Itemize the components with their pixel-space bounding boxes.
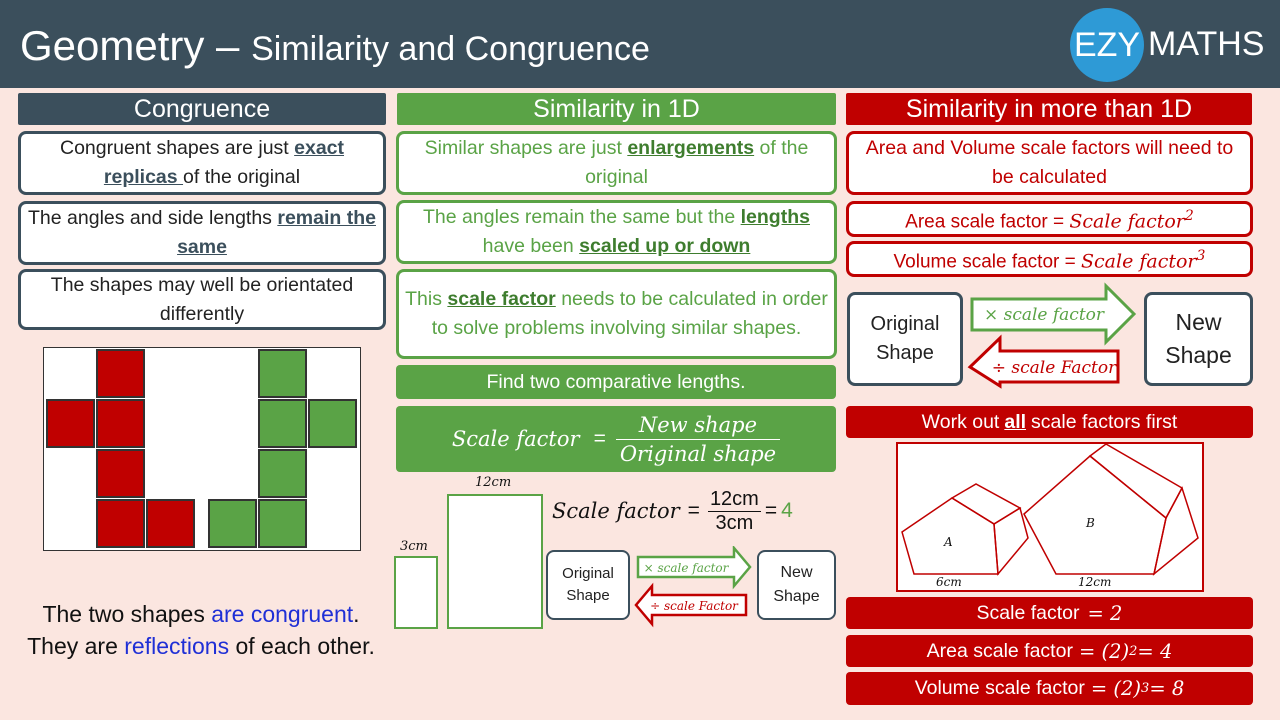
volume-scale-factor-result: Volume scale factor= (2)3 = 8 [846, 672, 1253, 705]
div-scale-large: ÷ scale Factor [992, 358, 1117, 378]
logo-ezy: EZY [1070, 8, 1144, 82]
similarity-box-3: This scale factor needs to be calculated… [396, 269, 837, 359]
similarity-more-box-1: Area and Volume scale factors will need … [846, 131, 1253, 195]
congruence-heading: Congruence [18, 93, 386, 125]
small-rect-label: 3cm [400, 539, 428, 554]
area-scale-factor-result: Area scale factor= (2)2 = 4 [846, 635, 1253, 667]
find-two-lengths: Find two comparative lengths. [396, 365, 836, 399]
scale-factor-result: Scale factor= 2 [846, 597, 1253, 629]
congruence-statement: The two shapes are congruent. They are r… [27, 601, 375, 659]
volume-scale-factor-box: Volume scale factor = Scale factor3 [846, 241, 1253, 277]
prism-b-side [1152, 486, 1199, 576]
logo-maths: MATHS [1148, 25, 1265, 63]
new-shape-small: New Shape [757, 550, 836, 620]
page-title: Geometry – Similarity and Congruence [20, 22, 650, 69]
prism-a-length: 6cm [936, 575, 962, 589]
prism-a-label: A [943, 535, 953, 549]
scale-arrows-large: × scale factor ÷ scale Factor [967, 282, 1137, 389]
div-scale-small: ÷ scale Factor [650, 599, 739, 613]
prism-b-label: B [1085, 516, 1095, 530]
congruence-box-2: The angles and side lengths remain the s… [18, 201, 386, 265]
similarity-1d-heading: Similarity in 1D [397, 93, 836, 125]
work-out-all: Work out all scale factors first [846, 406, 1253, 438]
prism-b-length: 12cm [1078, 575, 1111, 589]
area-scale-factor-box: Area scale factor = Scale factor2 [846, 201, 1253, 237]
similarity-more-heading: Similarity in more than 1D [846, 93, 1252, 125]
scale-factor-formula: Scale factor = New shape Original shape [396, 406, 836, 472]
prism-a-side [993, 506, 1029, 576]
original-shape-small: Original Shape [546, 550, 630, 620]
big-rectangle [447, 494, 543, 629]
prisms-diagram: A B 6cm 12cm [896, 442, 1204, 592]
similarity-box-1: Similar shapes are just enlargements of … [396, 131, 837, 195]
scale-arrows-small: × scale factor ÷ scale Factor [634, 546, 752, 628]
new-shape-large: New Shape [1144, 292, 1253, 386]
congruence-box-3: The shapes may well be orientated differ… [18, 269, 386, 330]
header-bar [0, 0, 1280, 88]
congruence-box-1: Congruent shapes are just exact replicas… [18, 131, 386, 195]
big-rect-label: 12cm [475, 475, 512, 490]
times-scale-small: × scale factor [644, 561, 730, 575]
scale-factor-example: Scale factor = 12cm 3cm = 4 [552, 487, 793, 534]
congruent-shapes-diagram [43, 347, 361, 551]
small-rectangle [394, 556, 438, 629]
original-shape-large: Original Shape [847, 292, 963, 386]
times-scale-large: × scale factor [984, 305, 1105, 325]
similarity-box-2: The angles remain the same but the lengt… [396, 200, 837, 264]
